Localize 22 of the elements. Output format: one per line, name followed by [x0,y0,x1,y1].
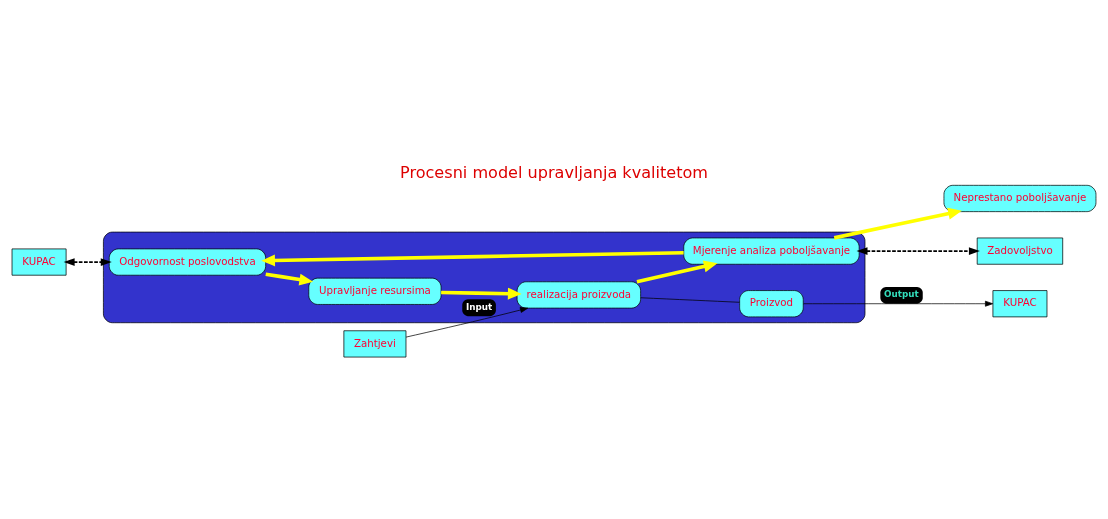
node-box: realizacija proizvoda [516,281,641,309]
arrow [63,258,112,266]
arrow [441,287,522,300]
arrow [636,260,718,284]
node-box: Neprestano poboljšavanje [943,184,1097,212]
arrow [261,250,684,267]
connector [640,297,740,303]
edge-label: Output [884,289,919,300]
node-box: Odgovornost poslovodstva [108,248,267,276]
node-box: Zahtjevi [343,330,407,358]
node-box: Mjerenje analiza poboljšavanje [683,237,860,265]
diagram-title: Procesni model upravljanja kvalitetom [400,162,708,182]
arrow [856,247,980,255]
node-box: KUPAC [11,248,67,276]
edge-label: Input [465,301,493,312]
arrow [405,307,529,338]
arrow [265,272,314,286]
node-box: Upravljanje resursima [308,277,442,305]
node-box: KUPAC [992,290,1048,318]
node-box: Proizvod [739,290,804,318]
arrow [833,207,962,240]
node-box: Zadovoljstvo [976,237,1064,265]
